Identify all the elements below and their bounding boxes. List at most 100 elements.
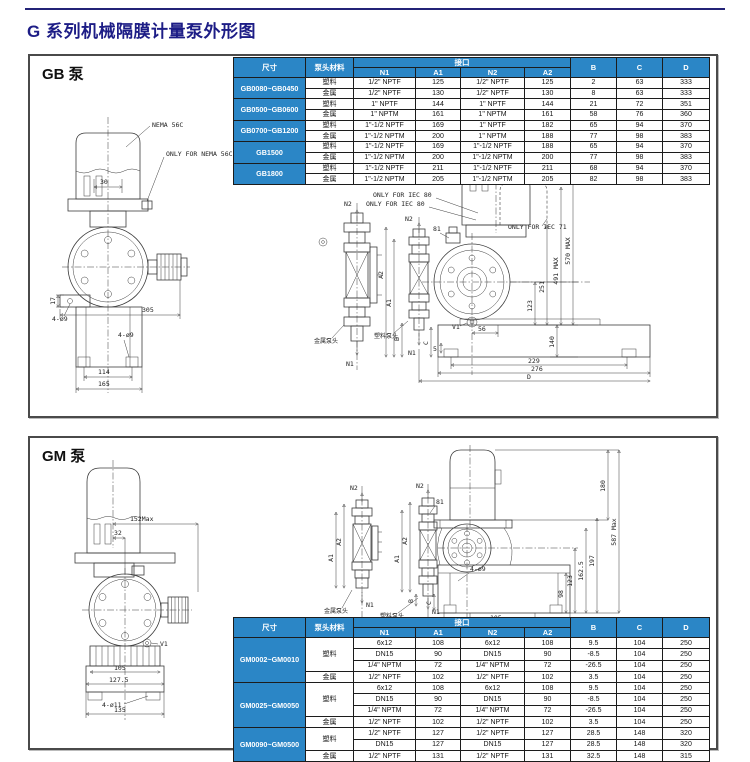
- value-cell: 1/2" NPTF: [460, 87, 525, 100]
- dim-label: ONLY FOR IEC 80: [373, 191, 432, 199]
- value-cell: 127: [415, 727, 461, 740]
- dim-label: 98: [557, 590, 565, 598]
- value-cell: 1/2" NPTF: [460, 727, 525, 740]
- value-cell: 1"-1/2 NPTM: [353, 151, 416, 164]
- value-cell: 68: [570, 162, 617, 175]
- value-cell: -8.5: [570, 648, 617, 661]
- value-cell: 102: [415, 716, 461, 729]
- value-cell: 8: [570, 87, 617, 100]
- col-header-material: 泵头材料: [305, 617, 354, 638]
- gb-side-view: IEC 80 IEC 71 ONLY FOR IEC 80 ONLY FOR I…: [366, 164, 650, 383]
- value-cell: 1/2" NPTF: [353, 716, 416, 729]
- material-cell: 金属: [305, 130, 354, 143]
- value-cell: 383: [662, 151, 710, 164]
- gm-front-view: 152Max 32 V1: [74, 460, 198, 720]
- size-cell: GB0500~GB0600: [233, 98, 306, 121]
- dim-label: 56: [478, 325, 486, 333]
- material-cell: 塑料: [305, 727, 354, 751]
- dim-label: 587 Max: [610, 518, 618, 545]
- value-cell: 65: [570, 119, 617, 132]
- col-header-a2: A2: [524, 67, 571, 78]
- value-cell: 108: [415, 682, 461, 695]
- value-cell: 9.5: [570, 682, 617, 695]
- value-cell: 250: [662, 716, 710, 729]
- value-cell: 98: [616, 130, 663, 143]
- dim-label: A2: [335, 538, 343, 546]
- col-header-n2: N2: [460, 67, 525, 78]
- value-cell: 65: [570, 141, 617, 153]
- value-cell: 351: [662, 98, 710, 111]
- value-cell: 108: [524, 682, 571, 695]
- value-cell: DN15: [353, 738, 416, 751]
- value-cell: 127: [524, 738, 571, 751]
- value-cell: 211: [415, 162, 461, 175]
- dim-label: 123: [526, 300, 534, 312]
- col-header-b: B: [570, 617, 617, 638]
- value-cell: 250: [662, 670, 710, 684]
- value-cell: 94: [616, 162, 663, 175]
- value-cell: 72: [524, 659, 571, 672]
- gb-panel-label: GB 泵: [42, 66, 84, 83]
- dim-label: 81: [433, 225, 441, 233]
- value-cell: 250: [662, 693, 710, 706]
- value-cell: 250: [662, 659, 710, 672]
- value-cell: 131: [524, 749, 571, 762]
- size-cell: GB1500: [233, 141, 306, 164]
- value-cell: 82: [570, 173, 617, 185]
- value-cell: 32.5: [570, 749, 617, 762]
- value-cell: 161: [415, 109, 461, 121]
- dim-label: A2: [401, 537, 409, 545]
- dim-label: 81: [436, 498, 444, 506]
- size-cell: GB1800: [233, 162, 306, 185]
- value-cell: 102: [524, 670, 571, 684]
- col-header-size: 尺寸: [233, 617, 306, 638]
- value-cell: 72: [415, 704, 461, 718]
- value-cell: 1" NPTF: [353, 98, 416, 111]
- material-cell: 金属: [305, 151, 354, 164]
- value-cell: 104: [616, 670, 663, 684]
- value-cell: DN15: [353, 648, 416, 661]
- value-cell: 102: [415, 670, 461, 684]
- port-label: N2: [405, 215, 413, 223]
- value-cell: 1/2" NPTF: [460, 749, 525, 762]
- dim-label: ONLY FOR NEMA 56C: [166, 150, 233, 158]
- gm-panel-label: GM 泵: [42, 448, 86, 465]
- col-header-interface: 接口: [353, 57, 571, 68]
- part-label: 金属泵头: [324, 607, 348, 615]
- value-cell: 383: [662, 173, 710, 185]
- page-title: G 系列机械隔膜计量泵外形图: [27, 22, 256, 41]
- value-cell: 360: [662, 109, 710, 121]
- value-cell: 1/4" NPTM: [353, 659, 416, 672]
- value-cell: 9.5: [570, 636, 617, 650]
- value-cell: 72: [616, 98, 663, 111]
- value-cell: 102: [524, 716, 571, 729]
- dim-label: B: [393, 337, 401, 341]
- top-rule: [25, 8, 725, 10]
- value-cell: 28.5: [570, 727, 617, 740]
- material-cell: 金属: [305, 716, 354, 729]
- value-cell: 94: [616, 119, 663, 132]
- gm-side-view: N2 81 N1 塑料泵头 A2 A1 B C: [380, 445, 619, 644]
- port-label: V1: [160, 640, 168, 648]
- dim-label: 570 MAX: [564, 237, 572, 264]
- value-cell: 1"-1/2 NPTM: [460, 173, 525, 185]
- dim-label: A1: [385, 299, 393, 307]
- value-cell: 130: [524, 87, 571, 100]
- value-cell: 1" NPTM: [460, 130, 525, 143]
- value-cell: 98: [616, 173, 663, 185]
- material-cell: 塑料: [305, 119, 354, 132]
- value-cell: 1"-1/2 NPTF: [460, 141, 525, 153]
- value-cell: 1" NPTM: [460, 109, 525, 121]
- value-cell: 72: [524, 704, 571, 718]
- value-cell: 1/2" NPTF: [353, 727, 416, 740]
- gb-spec-table: 尺寸 泵头材料 接口 B C D N1 A1 N2 A2 GB0080~GB04…: [233, 57, 710, 185]
- value-cell: 104: [616, 682, 663, 695]
- part-label: 塑料泵头: [380, 612, 404, 620]
- value-cell: DN15: [460, 648, 525, 661]
